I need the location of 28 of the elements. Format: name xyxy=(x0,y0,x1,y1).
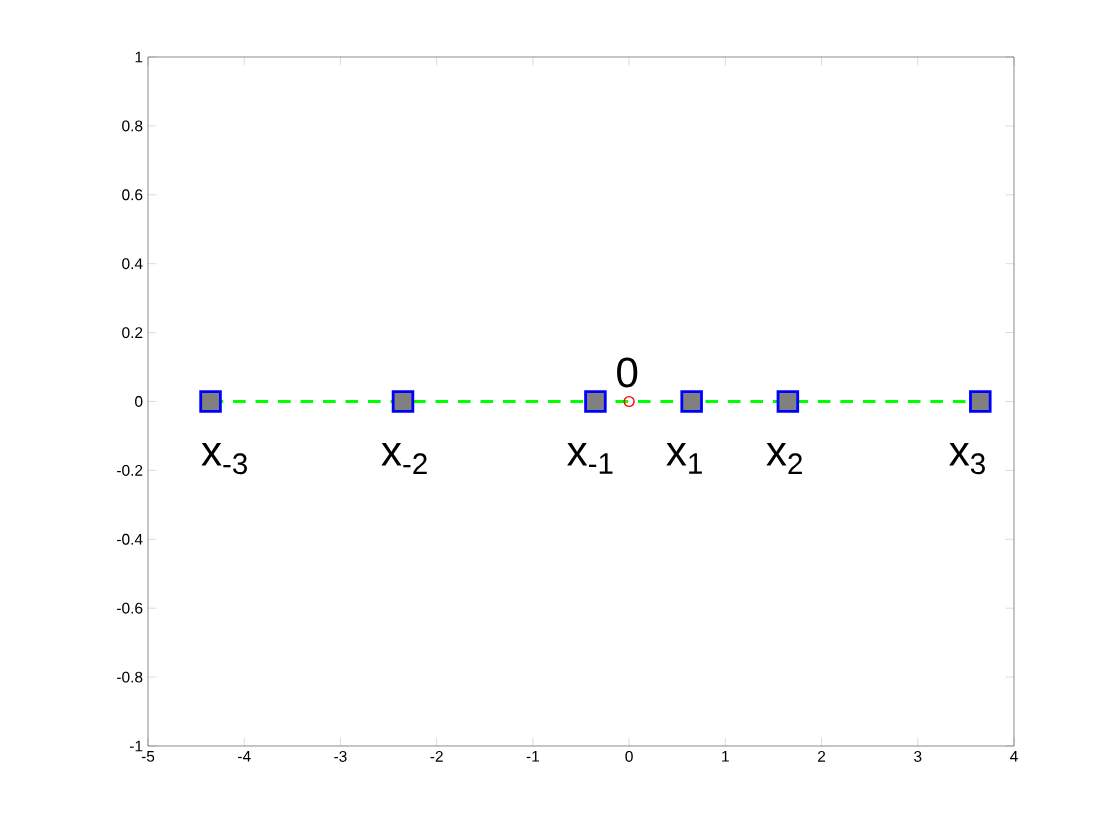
x-tick-label: 2 xyxy=(818,750,826,762)
y-tick-label: 0.4 xyxy=(122,258,143,270)
x-tick-label: -4 xyxy=(238,750,251,762)
point-label: x$_{1}$ xyxy=(666,443,702,474)
x-tick-label: 4 xyxy=(1010,750,1018,762)
point-label: 0 xyxy=(617,357,638,388)
y-tick-label: -0.6 xyxy=(117,602,143,614)
y-tick-label: 0.2 xyxy=(122,327,143,339)
x-tick-label: -5 xyxy=(141,750,155,762)
y-tick-label: 0.8 xyxy=(122,120,143,132)
y-tick-label: -0.2 xyxy=(117,464,143,476)
point-label: x$_{-1}$ xyxy=(567,443,613,474)
x-tick-label: 3 xyxy=(914,750,922,762)
y-tick-label: 1 xyxy=(135,51,143,63)
y-tick-label: -0.8 xyxy=(117,671,143,683)
point-label: x$_{-3}$ xyxy=(201,443,247,475)
point-label: x$_{2}$ xyxy=(766,443,802,474)
y-tick-label: 0.6 xyxy=(122,189,143,201)
point-label: x$_{-2}$ xyxy=(381,443,427,474)
y-tick-label: -0.4 xyxy=(117,533,143,545)
y-tick-label: 0 xyxy=(135,396,143,407)
x-tick-label: 1 xyxy=(722,750,729,762)
x-tick-label: -2 xyxy=(430,750,443,762)
x-tick-label: -3 xyxy=(334,750,347,762)
y-tick-label: -1 xyxy=(129,740,143,752)
x-tick-label: -1 xyxy=(526,750,540,762)
point-label: x$_{3}$ xyxy=(949,443,985,475)
x-tick-label: 0 xyxy=(625,750,633,762)
